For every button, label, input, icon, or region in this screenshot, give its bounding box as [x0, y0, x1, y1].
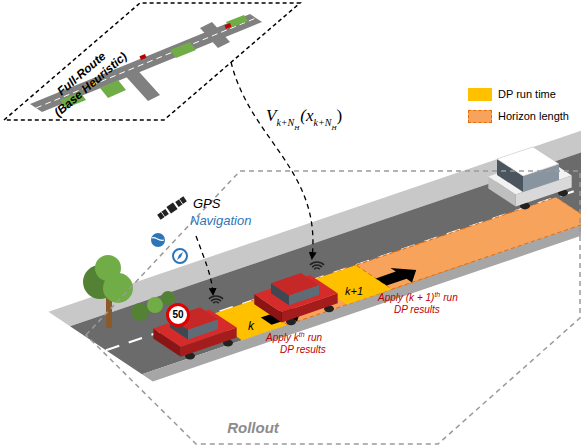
label-text: k+N	[314, 117, 332, 128]
step-label: k+1	[345, 285, 363, 297]
legend-swatch	[468, 88, 492, 101]
label-text: run	[443, 292, 457, 303]
label-text: Apply k	[266, 332, 299, 343]
step-label: k	[248, 320, 254, 333]
lane-line	[106, 156, 581, 350]
legend-swatch	[468, 110, 492, 123]
legend-text: DP run time	[498, 88, 556, 101]
label-text: DP results	[280, 344, 326, 355]
label-text: run	[308, 332, 322, 343]
dashed-frame	[86, 171, 580, 444]
label-text: k	[248, 320, 254, 333]
compass-icon	[173, 249, 187, 263]
label-text: th	[299, 331, 305, 338]
gps-link	[196, 236, 213, 294]
ego-car	[153, 307, 236, 359]
wireless-symbol	[209, 262, 324, 303]
apply-note: Apply kthrun	[266, 332, 322, 343]
van	[488, 147, 571, 210]
apply-arrow	[376, 268, 416, 286]
label-text: Navigation	[190, 214, 251, 228]
gps-label: GPS	[193, 197, 220, 211]
label-text: V	[266, 107, 276, 126]
label-text: th	[434, 291, 440, 298]
dashed-frame	[4, 3, 300, 120]
rollout-box: Rollout 50	[85, 170, 581, 446]
node-outline	[0, 0, 302, 124]
apply-note: DP results	[394, 304, 440, 315]
node-text: 50	[172, 310, 183, 320]
label-text: DP results	[394, 304, 440, 315]
full-route-box: Full-Route (Base Heuristic)	[0, 0, 302, 124]
globe-icon	[151, 233, 165, 247]
trees	[83, 255, 175, 328]
node-outline	[85, 170, 581, 446]
label-text: k+1	[345, 285, 363, 297]
label-text: Apply (k + 1)	[378, 292, 434, 303]
label-text: H	[294, 124, 299, 132]
navigation-label: Navigation	[190, 214, 251, 228]
sign-circle	[168, 305, 189, 326]
value-function: Vk+NH(xk+NH)	[266, 106, 342, 126]
sidewalk	[48, 118, 581, 326]
satellite-icon	[157, 196, 188, 221]
label-text: )	[336, 106, 342, 126]
value-link	[231, 62, 313, 258]
label-text: k+N	[276, 117, 294, 128]
apply-note: Apply (k + 1)thrun	[378, 292, 458, 303]
apply-note: DP results	[280, 344, 326, 355]
horizon-tile	[356, 197, 581, 289]
label-text: GPS	[193, 197, 220, 211]
label-text: H	[331, 124, 336, 132]
label-text: (x	[300, 106, 313, 126]
node-text: Rollout	[213, 419, 293, 437]
legend-text: Horizon length	[498, 110, 569, 123]
speed-limit-sign: 50	[166, 303, 190, 327]
ego-car-next	[254, 273, 337, 325]
